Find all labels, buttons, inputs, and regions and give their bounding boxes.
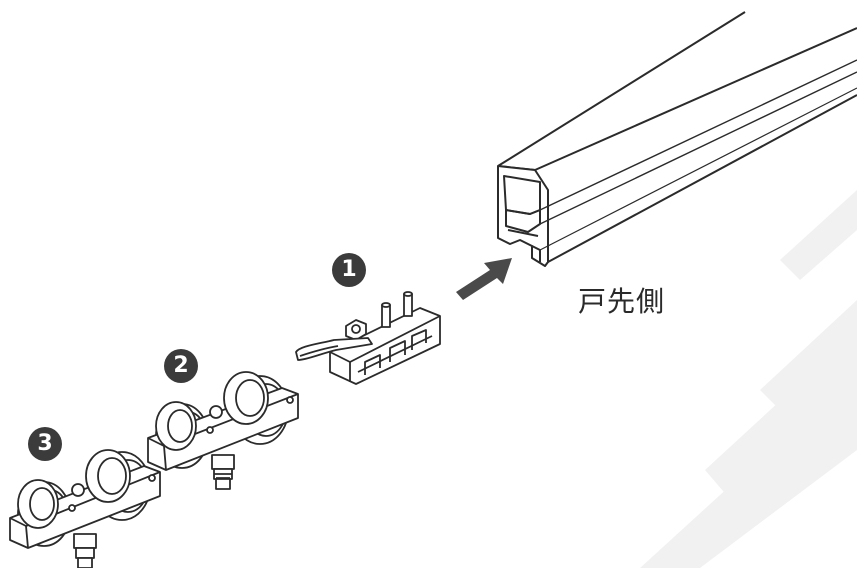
badge-2: 2 xyxy=(164,349,198,383)
badge-3: 3 xyxy=(28,427,62,461)
watermark xyxy=(640,190,857,568)
part-1-stopper xyxy=(295,291,441,385)
part-3-roller xyxy=(9,449,161,568)
part-2-roller xyxy=(147,371,299,490)
insert-arrow xyxy=(456,258,512,300)
rail-track xyxy=(497,11,857,267)
badge-1: 1 xyxy=(332,253,366,287)
door-side-label: 戸先側 xyxy=(578,285,666,318)
